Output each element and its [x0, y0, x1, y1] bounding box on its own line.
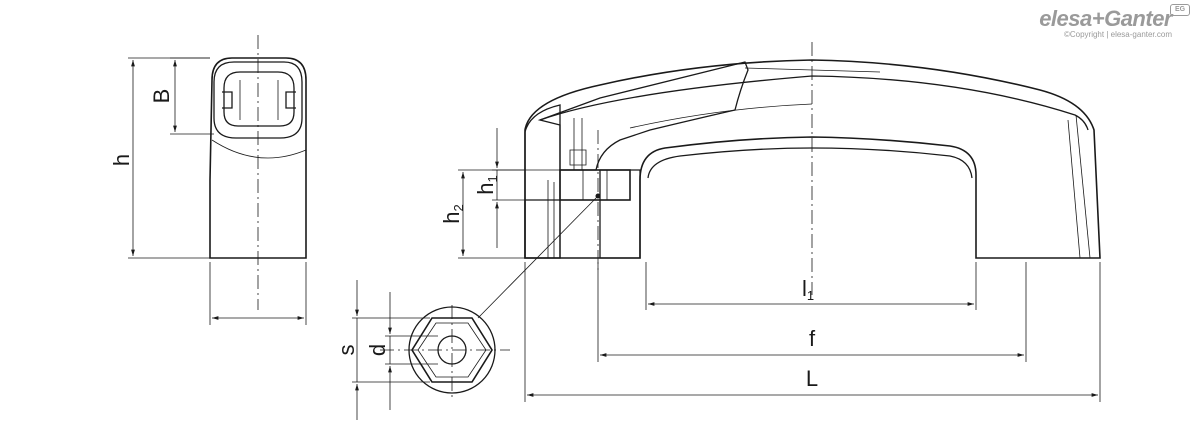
dimension-B-label: B [149, 89, 174, 104]
dimension-h-label: h [109, 154, 134, 166]
brand-badge: EG [1170, 4, 1190, 16]
dimension-h2-label: h2 [439, 204, 466, 223]
svg-text:h2: h2 [439, 204, 466, 223]
dimension-h1-label: h1 [473, 175, 500, 194]
dimension-L-label: L [806, 366, 818, 391]
front-view: h1 h2 l1 f L [439, 42, 1101, 402]
side-view-cavity [223, 71, 295, 127]
dimension-s-label: s [334, 345, 359, 356]
front-view-nut-pocket [559, 169, 631, 201]
side-view-body [209, 57, 307, 259]
dimension-f-label: f [809, 326, 816, 351]
front-view-section-wall [524, 104, 561, 259]
dimension-l1-label: l1 [802, 276, 814, 303]
front-view-handle [524, 59, 1101, 259]
front-view-section-top [537, 61, 749, 171]
brand-copyright: ©Copyright | elesa-ganter.com [1063, 30, 1172, 39]
brand-name: elesa+Ganter [1039, 6, 1172, 31]
side-view-section [213, 61, 303, 139]
dimension-d-label: d [365, 344, 390, 356]
hex-detail: s d [334, 193, 601, 420]
hex-nut [411, 317, 493, 383]
hex-bore [437, 335, 467, 365]
side-view: h B [109, 35, 307, 325]
hex-detail-leader [477, 195, 599, 319]
hex-detail-circle [408, 306, 496, 394]
brand-logo: elesa+Ganter ©Copyright | elesa-ganter.c… [1039, 4, 1190, 39]
svg-text:h1: h1 [473, 175, 500, 194]
